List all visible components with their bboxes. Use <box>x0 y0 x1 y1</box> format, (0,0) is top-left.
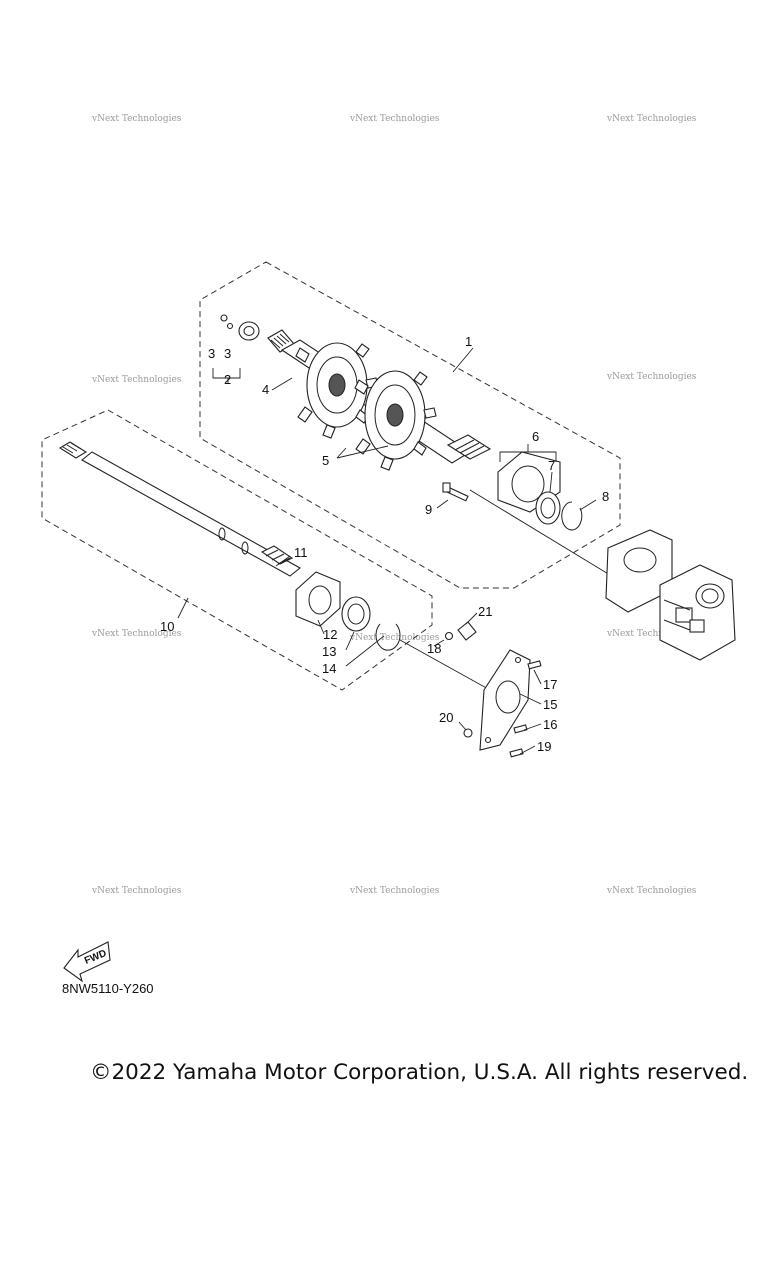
watermark: vNext Technologies <box>349 886 440 896</box>
copyright-notice: ©2022 Yamaha Motor Corporation, U.S.A. A… <box>90 1060 749 1085</box>
callout-numbers: 1 2 3 3 4 5 6 7 8 9 10 11 12 13 14 15 16… <box>160 334 609 754</box>
callout-20: 20 <box>439 710 453 725</box>
sensor-part <box>444 621 477 641</box>
bolts <box>463 660 542 758</box>
circlip <box>561 501 583 531</box>
watermark: vNext Technologies <box>606 629 697 639</box>
chaincase-housing <box>605 529 736 661</box>
callout-15: 15 <box>543 697 557 712</box>
callout-9: 9 <box>425 502 432 517</box>
mount-bracket <box>479 649 531 751</box>
callout-6: 6 <box>532 429 539 444</box>
watermark: vNext Technologies <box>349 114 440 124</box>
diagram-code: 8NW5110-Y260 <box>62 981 154 996</box>
fwd-arrow-icon: FWD <box>63 941 111 983</box>
watermark: vNext Technologies <box>91 629 182 639</box>
callout-11: 11 <box>294 545 308 560</box>
lower-circlip <box>375 623 401 651</box>
watermark: vNext Technologies <box>91 114 182 124</box>
watermark: vNext Technologies <box>91 886 182 896</box>
callout-17: 17 <box>543 677 557 692</box>
watermark: vNext Technologies <box>606 372 697 382</box>
callout-16: 16 <box>543 717 557 732</box>
callout-10: 10 <box>160 619 174 634</box>
callout-14: 14 <box>322 661 336 676</box>
watermark: vNext Technologies <box>606 114 697 124</box>
callout-19: 19 <box>537 739 551 754</box>
upper-assembly-outline <box>199 261 621 589</box>
callout-7: 7 <box>548 458 555 473</box>
oil-seal <box>535 491 561 525</box>
callout-8: 8 <box>602 489 609 504</box>
leader-lines <box>177 347 597 755</box>
lower-bearing-housing <box>295 571 341 627</box>
callout-12: 12 <box>323 627 337 642</box>
lower-bearing <box>341 596 371 632</box>
watermark-layer: vNext Technologies vNext Technologies vN… <box>91 114 697 896</box>
callout-3b: 3 <box>224 346 231 361</box>
drive-shaft-upper <box>267 329 492 471</box>
callout-2: 2 <box>224 372 231 387</box>
callout-3: 3 <box>208 346 215 361</box>
flange-bolt <box>442 482 469 502</box>
alignment-line <box>399 639 491 691</box>
callout-13: 13 <box>322 644 336 659</box>
callout-1: 1 <box>465 334 472 349</box>
watermark: vNext Technologies <box>349 633 440 643</box>
watermark: vNext Technologies <box>91 375 182 385</box>
callout-18: 18 <box>427 641 441 656</box>
callout-5: 5 <box>322 453 329 468</box>
callout-4: 4 <box>262 382 269 397</box>
grease-nipple-parts <box>220 314 260 341</box>
lower-assembly-outline <box>41 409 433 691</box>
alignment-line <box>469 489 611 576</box>
callout-21: 21 <box>478 604 492 619</box>
watermark: vNext Technologies <box>606 886 697 896</box>
drive-shaft-lower <box>58 441 301 577</box>
